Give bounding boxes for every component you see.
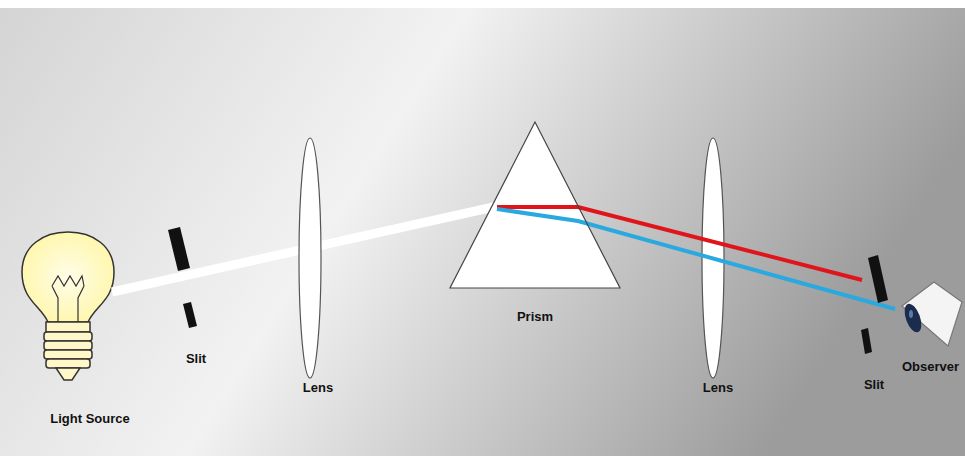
slit-label: Slit: [864, 377, 884, 392]
slit-label: Slit: [186, 351, 206, 366]
source-label: Light Source: [50, 411, 129, 426]
prism-label: Prism: [517, 309, 553, 328]
slit-bar: [868, 255, 888, 303]
lens-label: Lens: [303, 380, 333, 395]
prism-outline: [448, 118, 622, 328]
prism-outline-path: [450, 122, 620, 288]
slit-bar: [861, 328, 872, 354]
light-bulb: [22, 232, 114, 380]
observer-eye: [901, 282, 962, 346]
blue-beam: [497, 209, 895, 309]
slit-bar: [183, 302, 197, 328]
prism-node: Prism: [448, 118, 622, 328]
observer-label: Observer: [902, 359, 959, 374]
lens-label: Lens: [703, 380, 733, 395]
lens-shape: [299, 138, 321, 378]
top-band: [0, 0, 965, 8]
slit-bar: [168, 227, 190, 271]
